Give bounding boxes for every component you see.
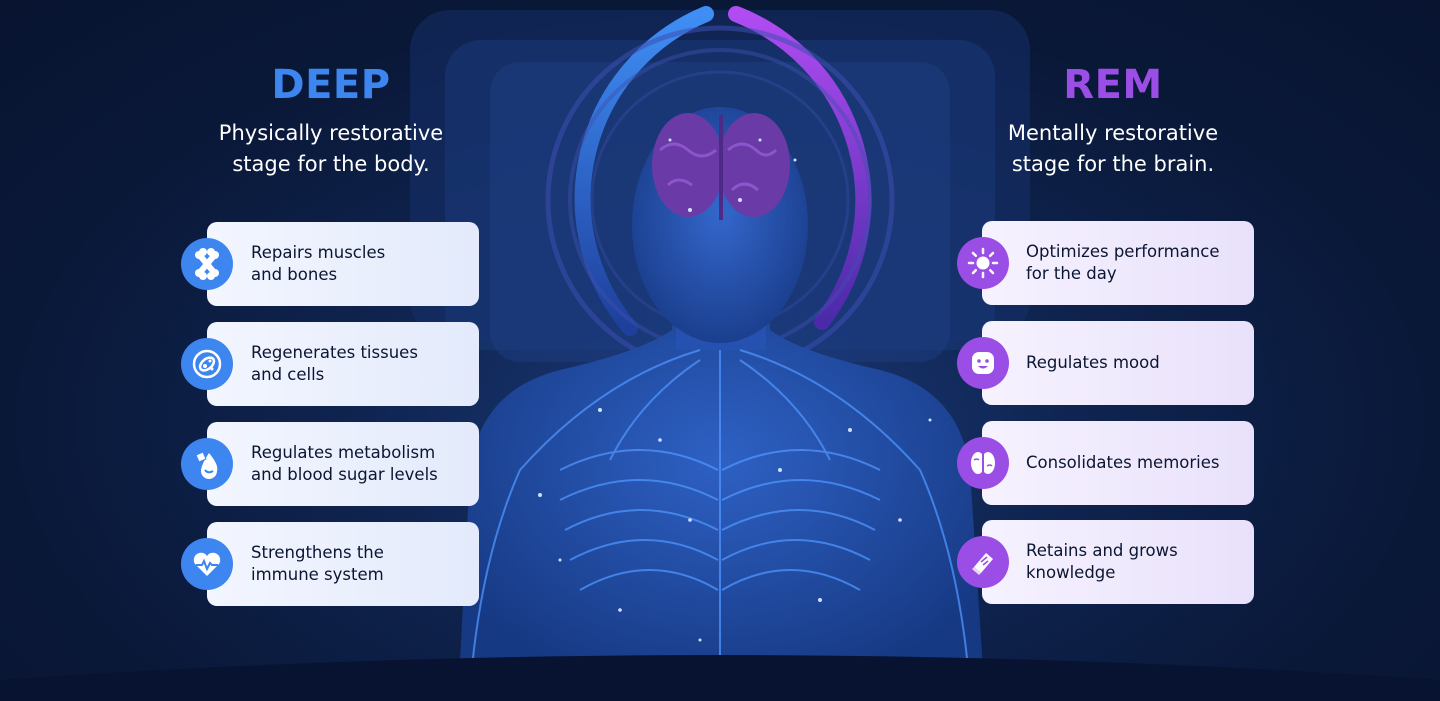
rem-card-performance: Optimizes performance for the day <box>982 221 1254 305</box>
deep-card-metabolism: Regulates metabolism and blood sugar lev… <box>207 422 479 506</box>
brain-icon <box>957 437 1009 489</box>
rem-card-label: Regulates mood <box>1026 353 1160 372</box>
rem-card-label: Optimizes performance for the day <box>1026 242 1220 283</box>
heart-pulse-icon <box>181 538 233 590</box>
rem-card-knowledge: Retains and grows knowledge <box>982 520 1254 604</box>
deep-card-regenerates: Regenerates tissues and cells <box>207 322 479 406</box>
sugar-drop-icon <box>181 438 233 490</box>
deep-card-immune: Strengthens the immune system <box>207 522 479 606</box>
deep-subtitle: Physically restorative stage for the bod… <box>218 121 444 176</box>
deep-card-label: Strengthens the immune system <box>251 543 384 584</box>
deep-card-label: Repairs muscles and bones <box>251 243 386 284</box>
sun-icon <box>957 237 1009 289</box>
smiley-icon <box>957 337 1009 389</box>
book-icon <box>957 536 1009 588</box>
rem-title: REM <box>1063 62 1163 108</box>
bone-icon <box>181 238 233 290</box>
rem-card-memories: Consolidates memories <box>982 421 1254 505</box>
rem-subtitle: Mentally restorative stage for the brain… <box>1007 121 1219 176</box>
rem-card-label: Consolidates memories <box>1026 453 1220 472</box>
rem-card-mood: Regulates mood <box>982 321 1254 405</box>
rem-card-label: Retains and grows knowledge <box>1026 541 1178 582</box>
floor-shape <box>0 655 1440 701</box>
deep-card-repairs: Repairs muscles and bones <box>207 222 479 306</box>
cell-icon <box>181 338 233 390</box>
deep-title: DEEP <box>271 62 391 108</box>
deep-card-label: Regulates metabolism and blood sugar lev… <box>251 443 438 484</box>
deep-card-label: Regenerates tissues and cells <box>251 343 418 384</box>
